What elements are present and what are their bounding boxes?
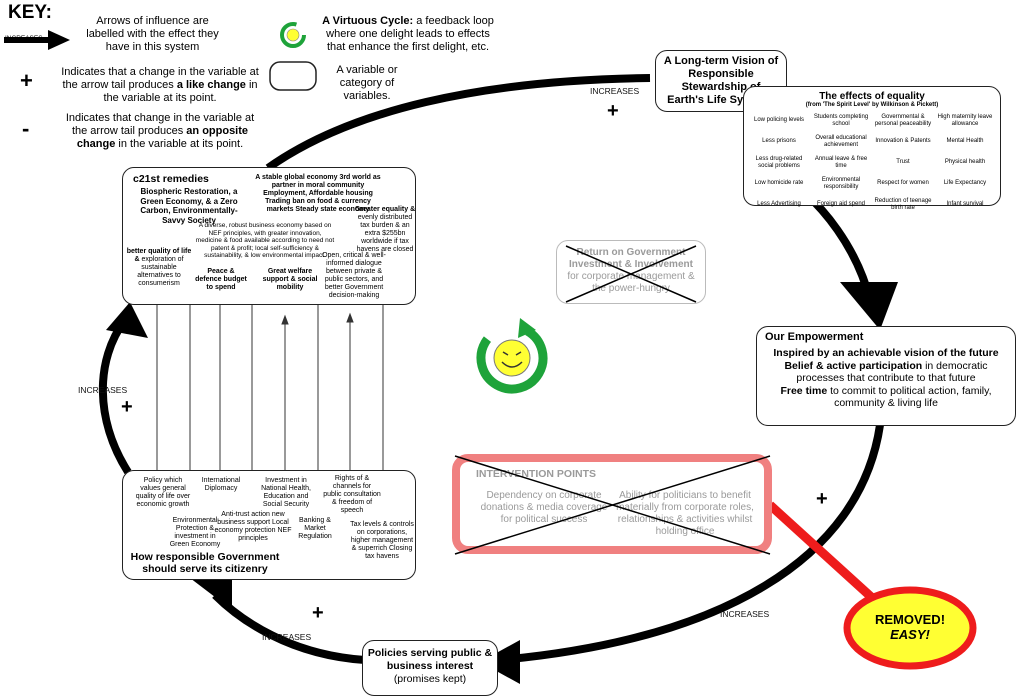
gov-item-diplomacy: International Diplomacy bbox=[201, 477, 241, 492]
key-variable-box bbox=[269, 61, 317, 91]
arrowhead-remedies bbox=[106, 302, 148, 338]
key-minus-symbol: - bbox=[22, 116, 30, 141]
arrow-government-to-remedies bbox=[98, 317, 132, 475]
plus-right: + bbox=[816, 488, 828, 510]
gov-item-rights: Rights of & channels for public consulta… bbox=[323, 475, 381, 514]
equality-title: The effects of equality bbox=[819, 91, 925, 102]
equality-cell: Innovation & Patents bbox=[875, 138, 931, 144]
arrowhead-policies bbox=[480, 640, 520, 684]
arrowhead-empowerment bbox=[840, 282, 898, 330]
removed-connector bbox=[766, 501, 884, 609]
equality-cell: Less Advertising bbox=[757, 201, 801, 207]
label-increases-left: INCREASES bbox=[78, 385, 128, 395]
equality-cell: Low homicide rate bbox=[754, 180, 804, 186]
gov-item-investment: Investment in National Health, Education… bbox=[261, 477, 311, 508]
arrow-remedies-to-vision bbox=[265, 74, 651, 172]
equality-cell: Physical health bbox=[944, 159, 986, 165]
remedies-quality-of-life: better quality of life & exploration of … bbox=[126, 248, 192, 287]
intervention-title: INTERVENTION POINTS bbox=[476, 468, 596, 480]
equality-cell: Governmental & personal peaceability bbox=[874, 113, 932, 127]
equality-cell: High maternity leave allowance bbox=[937, 113, 993, 127]
policies-box: Policies serving public & business inter… bbox=[362, 640, 498, 696]
remedies-box: c21st remedies Biospheric Restoration, a… bbox=[122, 167, 416, 305]
empowerment-title: Our Empowerment bbox=[765, 331, 864, 343]
remedies-open-dialogue: Open, critical & well-informed dialogue … bbox=[322, 252, 386, 299]
remedies-greater-equality: Greater equality & evenly distributed ta… bbox=[354, 206, 416, 253]
equality-cell: Overall educational achievement bbox=[815, 134, 867, 148]
key-arrow-label: INCREASES bbox=[5, 35, 43, 42]
intervention-box: INTERVENTION POINTS Dependency on corpor… bbox=[452, 454, 772, 554]
key-box-description: A variable or category of variables. bbox=[336, 64, 398, 102]
equality-cell: Low policing levels bbox=[753, 117, 805, 123]
equality-cell: Life Expectancy bbox=[943, 180, 987, 186]
plus-left: + bbox=[121, 396, 133, 418]
equality-cell: Less prisons bbox=[762, 138, 796, 144]
government-title: How responsible Government should serve … bbox=[130, 551, 280, 575]
key-plus-symbol: + bbox=[20, 68, 33, 93]
equality-cell: Trust bbox=[896, 159, 910, 165]
remedies-title: c21st remedies bbox=[133, 173, 209, 185]
removed-label: REMOVED!EASY! bbox=[874, 612, 946, 642]
equality-cell: Foreign aid spend bbox=[816, 201, 866, 207]
equality-cell: Environmental responsibility bbox=[821, 176, 861, 190]
key-plus-description: Indicates that a change in the variable … bbox=[61, 66, 259, 104]
key-arrowhead bbox=[48, 30, 70, 50]
gov-item-policy: Policy which values general quality of l… bbox=[135, 477, 191, 508]
key-virtuous-description: A Virtuous Cycle: a feedback loop where … bbox=[322, 15, 494, 53]
equality-subtitle: (from 'The Spirit Level' by Wilkinson & … bbox=[805, 102, 939, 108]
empowerment-text: Inspired by an achievable vision of the … bbox=[773, 347, 999, 409]
gov-item-tax: Tax levels & controls on corporations, h… bbox=[350, 521, 414, 560]
remedies-stable-economy: A stable global economy 3rd world as par… bbox=[255, 174, 381, 213]
key-title: KEY: bbox=[8, 2, 52, 23]
equality-cell: Reduction of teenage birth rate bbox=[874, 197, 932, 211]
removed-ellipse bbox=[843, 586, 977, 670]
remedies-welfare: Great welfare support & social mobility bbox=[262, 268, 318, 291]
remedies-diverse-economy: A diverse, robust business economy based… bbox=[195, 222, 335, 259]
key-minus-description: Indicates that change in the variable at… bbox=[65, 112, 255, 150]
intervention-right: Ability for politicians to benefit mater… bbox=[616, 490, 754, 537]
intervention-left: Dependency on corporate donations & medi… bbox=[480, 490, 608, 525]
return-box-title: Return on Government Investment & Involv… bbox=[569, 247, 693, 270]
remedies-biospheric: Biospheric Restoration, a Green Economy,… bbox=[140, 187, 238, 225]
gov-item-banking: Banking & Market Regulation bbox=[298, 517, 332, 540]
remedies-peace: Peace & defence budget to spend bbox=[195, 268, 247, 291]
gov-item-antitrust: Anti-trust action new business support L… bbox=[214, 511, 292, 542]
equality-cell: Less drug-related social problems bbox=[755, 155, 803, 169]
gov-item-environment: Environmental Protection & investment in… bbox=[169, 517, 221, 548]
label-increases-top: INCREASES bbox=[590, 86, 640, 96]
return-box: Return on Government Investment & Involv… bbox=[556, 240, 706, 304]
equality-grid: Low policing levels Students completing s… bbox=[744, 108, 1000, 215]
government-box: Policy which values general quality of l… bbox=[122, 470, 416, 580]
plus-bottom: + bbox=[312, 602, 324, 624]
return-box-text: for corporate management & the power-hun… bbox=[567, 271, 695, 294]
smiley-face bbox=[493, 339, 531, 377]
equality-box: The effects of equality (from 'The Spiri… bbox=[743, 86, 1001, 211]
key-arrow-description: Arrows of influence are labelled with th… bbox=[86, 15, 219, 53]
label-increases-bottom-right: INCREASES bbox=[720, 609, 770, 619]
equality-cell: Annual leave & free time bbox=[814, 155, 868, 169]
equality-cell: Students completing school bbox=[813, 113, 869, 127]
arrow-empowerment-to-policies bbox=[499, 424, 884, 664]
empowerment-box: Our Empowerment Inspired by an achievabl… bbox=[756, 326, 1016, 426]
arrow-policies-to-government bbox=[212, 592, 366, 664]
label-increases-bottom-left: INCREASES bbox=[262, 632, 312, 642]
plus-top: + bbox=[607, 100, 619, 122]
equality-cell: Mental Health bbox=[946, 138, 984, 144]
equality-cell: Respect for women bbox=[877, 180, 929, 186]
equality-cell: Infant survival bbox=[946, 201, 984, 207]
key-cycle-icon bbox=[280, 22, 306, 48]
